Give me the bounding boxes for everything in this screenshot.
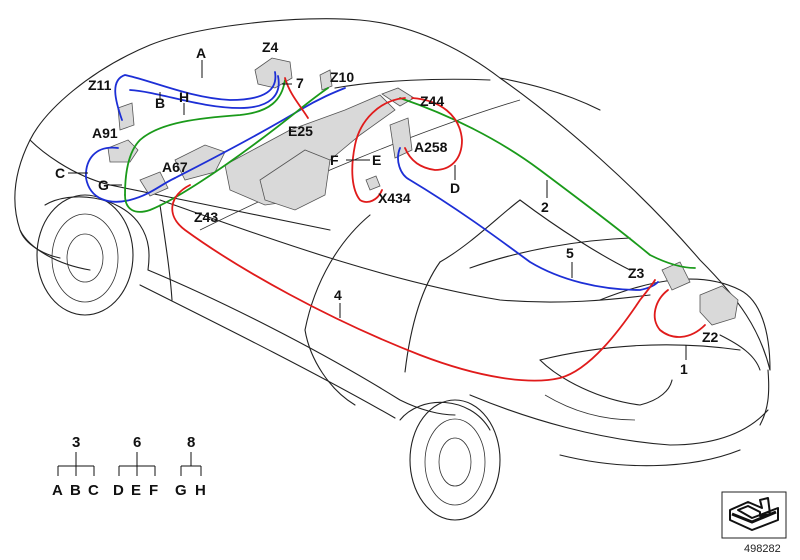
label-2: 2 xyxy=(541,199,549,215)
label-a258: A258 xyxy=(414,139,448,155)
label-a: A xyxy=(196,45,206,61)
legend-6-d: D xyxy=(113,482,124,499)
label-1: 1 xyxy=(680,361,688,377)
label-z11: Z11 xyxy=(88,77,112,93)
legend-group-8-id: 8 xyxy=(187,434,195,451)
legend-8-g: G xyxy=(175,482,187,499)
legend-6-f: F xyxy=(149,482,158,499)
interior-components xyxy=(107,57,739,326)
label-4: 4 xyxy=(334,287,342,303)
reference-number: 498282 xyxy=(744,543,781,555)
harness-h-green xyxy=(124,79,286,196)
harness-5-blue xyxy=(397,147,659,291)
module-z10 xyxy=(319,69,333,91)
label-a67: A67 xyxy=(162,159,188,175)
label-h: H xyxy=(179,89,189,105)
module-z2 xyxy=(699,285,739,326)
car-body xyxy=(14,18,771,521)
label-f: F xyxy=(330,152,339,168)
label-5: 5 xyxy=(566,245,574,261)
module-a67 xyxy=(139,171,169,197)
label-d: D xyxy=(450,180,460,196)
group-legend: 3 A B C 6 D E F 8 G H xyxy=(52,434,206,499)
legend-8-h: H xyxy=(195,482,206,499)
parts-box-icon xyxy=(721,491,787,539)
legend-6-e: E xyxy=(131,482,141,499)
module-a91 xyxy=(107,139,139,163)
label-a91: A91 xyxy=(92,125,118,141)
harness-b-blue xyxy=(129,75,280,109)
label-z2: Z2 xyxy=(702,329,719,345)
legend-3-a: A xyxy=(52,482,63,499)
label-z44: Z44 xyxy=(420,93,444,109)
label-z43: Z43 xyxy=(194,209,218,225)
legend-3-b: B xyxy=(70,482,81,499)
label-z10: Z10 xyxy=(330,69,354,85)
callouts: A B H C G Z4 7 Z11 A91 A67 Z10 E25 Z44 A… xyxy=(55,39,719,377)
leader-lines xyxy=(68,60,687,360)
roof-module-z4 xyxy=(254,57,293,89)
module-x434 xyxy=(365,175,381,191)
harness-1-red xyxy=(653,289,706,338)
label-g: G xyxy=(98,177,109,193)
legend-3-c: C xyxy=(88,482,99,499)
center-console xyxy=(259,149,331,211)
module-z3 xyxy=(661,261,691,291)
harness-e25-red xyxy=(284,77,309,119)
harness-g-green xyxy=(124,87,329,213)
label-x434: X434 xyxy=(378,190,411,206)
label-b: B xyxy=(155,95,165,111)
harness-blue-cross xyxy=(174,87,346,179)
harness-x434-red xyxy=(351,97,406,203)
module-z11 xyxy=(117,102,135,131)
module-a258 xyxy=(389,117,413,159)
label-z3: Z3 xyxy=(628,265,645,281)
wire-harnesses xyxy=(85,71,706,382)
label-e25: E25 xyxy=(288,123,313,139)
legend-group-3-id: 3 xyxy=(72,434,80,451)
label-z4: Z4 xyxy=(262,39,279,55)
harness-c-blue xyxy=(85,146,176,203)
harness-2-green xyxy=(399,97,696,269)
label-c: C xyxy=(55,165,65,181)
harness-4-red xyxy=(171,184,656,382)
label-e: E xyxy=(372,152,381,168)
harness-d-red xyxy=(404,97,463,171)
harness-a-blue xyxy=(114,71,277,121)
legend-group-6-id: 6 xyxy=(133,434,141,451)
label-7: 7 xyxy=(296,75,304,91)
